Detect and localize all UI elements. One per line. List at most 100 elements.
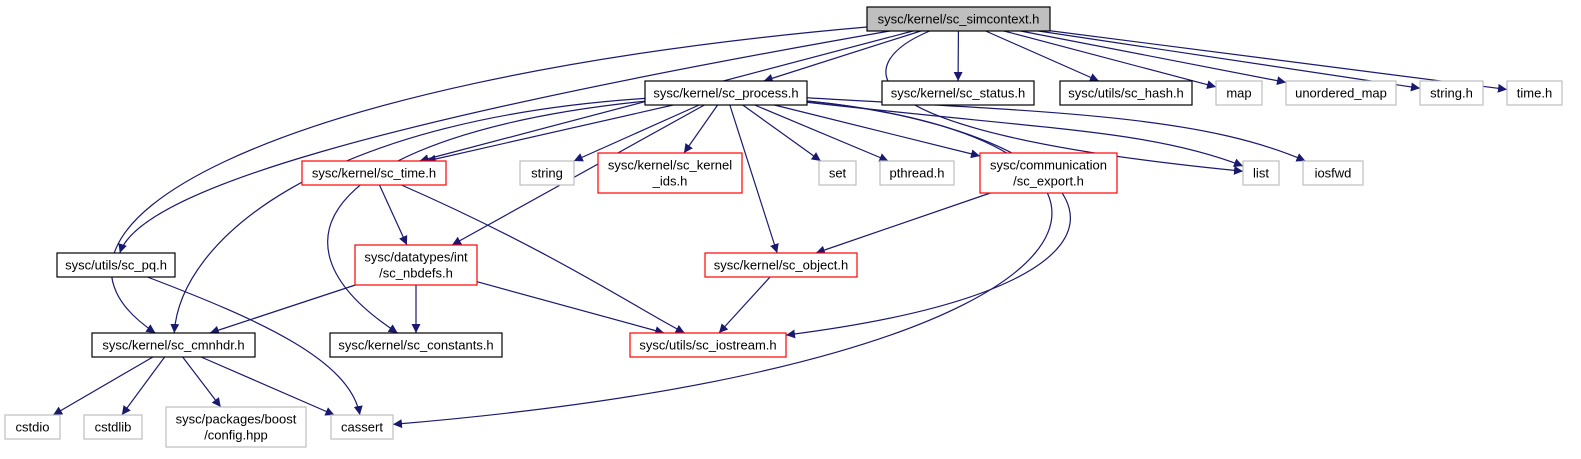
node-sc_time[interactable]: sysc/kernel/sc_time.h xyxy=(301,160,447,186)
node-set: set xyxy=(818,160,857,186)
node-label: /config.hpp xyxy=(204,428,268,443)
node-sc_iostream[interactable]: sysc/utils/sc_iostream.h xyxy=(629,332,787,358)
node-box xyxy=(165,406,307,448)
node-boost_config: sysc/packages/boost/config.hpp xyxy=(165,406,307,448)
node-label: sysc/utils/sc_pq.h xyxy=(65,258,167,273)
node-box xyxy=(4,414,61,440)
edge-sc_time-to-sc_iostream xyxy=(401,184,685,334)
node-kernel_ids[interactable]: sysc/kernel/sc_kernel_ids.h xyxy=(597,152,743,194)
node-box xyxy=(1215,80,1263,106)
node-label: sysc/datatypes/int xyxy=(364,250,468,265)
edge-sc_pq-to-cassert xyxy=(147,276,363,416)
edge-process-to-cassert xyxy=(392,100,1053,429)
node-sc_pq[interactable]: sysc/utils/sc_pq.h xyxy=(56,252,176,278)
edge-process-to-list xyxy=(806,101,1244,167)
node-label: sysc/packages/boost xyxy=(176,412,297,427)
edge-process-to-string xyxy=(573,104,700,162)
node-label: iosfwd xyxy=(1315,166,1352,181)
edge-process-to-iosfwd xyxy=(806,97,1306,162)
node-box xyxy=(330,414,394,440)
node-box xyxy=(597,152,743,194)
edge-process-to-sc_object xyxy=(729,104,779,254)
edge-process-to-sc_nbdefs xyxy=(451,104,705,246)
node-cstdio: cstdio xyxy=(4,414,61,440)
edge-simcontext-to-sc_cmnhdr xyxy=(110,26,868,334)
node-label: sysc/kernel/sc_time.h xyxy=(312,166,436,181)
node-box xyxy=(83,414,143,440)
node-box xyxy=(329,332,503,358)
node-label: sysc/kernel/sc_simcontext.h xyxy=(878,12,1040,27)
edge-sc_cmnhdr-to-cstdlib xyxy=(121,356,166,416)
node-label: list xyxy=(1253,166,1269,181)
node-box xyxy=(644,80,808,106)
node-process[interactable]: sysc/kernel/sc_process.h xyxy=(644,80,808,106)
edge-sc_object-to-sc_iostream xyxy=(718,276,771,334)
edge-process-to-pthread xyxy=(754,104,889,162)
edge-sc_time-to-sc_nbdefs xyxy=(378,184,408,246)
node-box xyxy=(866,6,1051,32)
node-cassert: cassert xyxy=(330,414,394,440)
node-label: sysc/kernel/sc_object.h xyxy=(714,258,848,273)
edge-simcontext-to-string_h xyxy=(1038,30,1421,92)
edge-simcontext-to-map xyxy=(1003,30,1217,89)
edge-sc_cmnhdr-to-cstdio xyxy=(52,356,154,416)
node-box xyxy=(629,332,787,358)
edge-process-to-sc_constants xyxy=(327,100,646,334)
edge-process-to-kernel_ids xyxy=(683,104,719,154)
node-simcontext[interactable]: sysc/kernel/sc_simcontext.h xyxy=(866,6,1051,32)
node-label: set xyxy=(829,166,847,181)
node-box xyxy=(519,160,575,186)
node-box xyxy=(354,244,478,286)
edge-sc_export-to-sc_object xyxy=(815,192,991,255)
node-map: map xyxy=(1215,80,1263,106)
node-list: list xyxy=(1242,160,1280,186)
edge-sc_nbdefs-to-sc_cmnhdr xyxy=(209,284,356,335)
edges-layer xyxy=(52,26,1508,429)
node-label: cassert xyxy=(341,420,383,435)
node-sc_cmnhdr[interactable]: sysc/kernel/sc_cmnhdr.h xyxy=(91,332,256,358)
edge-sc_cmnhdr-to-boost_config xyxy=(182,356,222,408)
node-label: /sc_nbdefs.h xyxy=(379,266,453,281)
node-box xyxy=(979,152,1118,194)
node-label: sysc/kernel/sc_cmnhdr.h xyxy=(102,338,244,353)
node-status[interactable]: sysc/kernel/sc_status.h xyxy=(881,80,1035,106)
node-hash[interactable]: sysc/utils/sc_hash.h xyxy=(1059,80,1193,106)
edge-simcontext-to-process xyxy=(763,30,921,83)
node-box xyxy=(1059,80,1193,106)
node-time_h: time.h xyxy=(1506,80,1563,106)
node-sc_object[interactable]: sysc/kernel/sc_object.h xyxy=(704,252,858,278)
node-label: sysc/utils/sc_iostream.h xyxy=(639,338,776,353)
node-label: sysc/kernel/sc_kernel xyxy=(608,158,732,173)
node-sc_export[interactable]: sysc/communication/sc_export.h xyxy=(979,152,1118,194)
node-label: sysc/kernel/sc_process.h xyxy=(653,86,798,101)
node-label: string xyxy=(531,166,563,181)
edge-process-to-set xyxy=(742,104,822,162)
node-sc_constants[interactable]: sysc/kernel/sc_constants.h xyxy=(329,332,503,358)
node-label: sysc/utils/sc_hash.h xyxy=(1068,86,1184,101)
node-box xyxy=(1506,80,1563,106)
node-label: /sc_export.h xyxy=(1013,174,1084,189)
node-label: time.h xyxy=(1517,86,1552,101)
node-unordered_map: unordered_map xyxy=(1285,80,1397,106)
edge-sc_cmnhdr-to-cassert xyxy=(200,356,335,416)
edge-simcontext-to-hash xyxy=(985,30,1100,82)
node-iosfwd: iosfwd xyxy=(1302,160,1364,186)
node-label: sysc/kernel/sc_constants.h xyxy=(338,338,493,353)
node-box xyxy=(1285,80,1397,106)
edge-simcontext-to-time_h xyxy=(1049,30,1508,93)
edge-process-to-sc_cmnhdr xyxy=(170,97,646,334)
edge-simcontext-to-unordered_map xyxy=(1020,30,1287,86)
nodes-layer: sysc/kernel/sc_simcontext.h sysc/kernel/s… xyxy=(4,6,1563,448)
node-cstdlib: cstdlib xyxy=(83,414,143,440)
node-box xyxy=(1242,160,1280,186)
node-label: _ids.h xyxy=(652,174,688,189)
node-label: sysc/kernel/sc_status.h xyxy=(891,86,1025,101)
node-box xyxy=(1302,160,1364,186)
node-sc_nbdefs[interactable]: sysc/datatypes/int/sc_nbdefs.h xyxy=(354,244,478,286)
node-box xyxy=(56,252,176,278)
edge-process-to-sc_export xyxy=(774,104,981,159)
node-label: pthread.h xyxy=(890,166,945,181)
node-label: cstdio xyxy=(16,420,50,435)
node-pthread: pthread.h xyxy=(879,160,955,186)
node-string_h: string.h xyxy=(1419,80,1484,106)
